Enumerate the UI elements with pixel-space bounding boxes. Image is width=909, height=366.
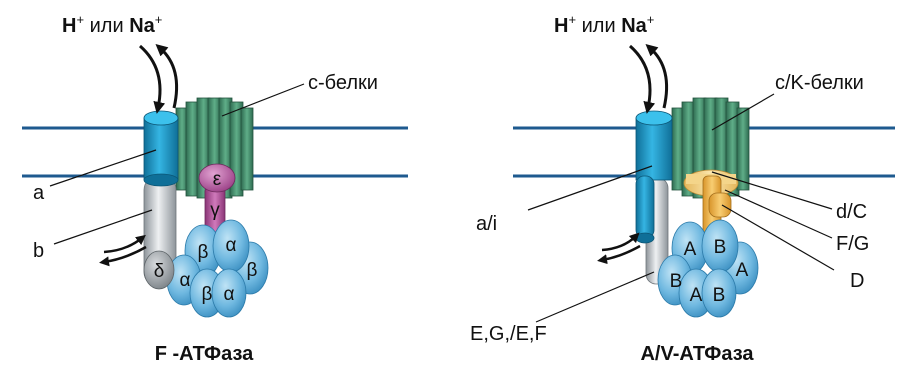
a-leader [49, 149, 157, 187]
a-label: A [684, 239, 697, 260]
c-protein-leader [221, 83, 305, 117]
gamma-label: γ [210, 200, 220, 221]
a-subunit [143, 110, 179, 187]
b-label: B [670, 271, 683, 292]
a-label: A [690, 285, 703, 306]
b-sphere [701, 268, 737, 318]
d-c-label: d/C [836, 201, 867, 223]
a-i-label: a/i [476, 213, 497, 235]
d-leader [721, 204, 835, 271]
f1-head: β α β α β α δ [143, 219, 269, 318]
c-protein-label: c-белки [308, 72, 378, 94]
e-g-leader [535, 271, 655, 323]
ck-protein-label: c/K-белки [775, 72, 864, 94]
d-c-leader [711, 171, 833, 210]
b-label: B [713, 285, 726, 306]
b-label: b [33, 240, 44, 262]
ck-protein-leader [711, 93, 775, 131]
ion-flow-arrows [629, 44, 669, 114]
a1-head: A B A B A B [657, 219, 759, 318]
f-atpase-title: F -АТФаза [155, 343, 254, 365]
f-g-label: F/G [836, 233, 869, 255]
av-atpase-panel: A B A B A B H+ или Na+ c/K-белки a/i d/C… [470, 12, 895, 365]
alpha-sphere [211, 268, 247, 318]
alpha-label: α [226, 235, 237, 256]
f-g-subunit [708, 192, 732, 218]
delta-label: δ [154, 261, 165, 282]
epsilon-subunit [198, 163, 236, 193]
a-label: a [33, 182, 45, 204]
beta-label: β [202, 284, 213, 305]
d-label: D [850, 270, 864, 292]
a-label: A [736, 260, 749, 281]
ion-label: H+ или Na+ [554, 12, 654, 37]
rotation-arrows [99, 234, 147, 267]
beta-label: β [198, 242, 209, 263]
alpha-label: α [224, 284, 235, 305]
b-leader [53, 209, 153, 245]
f-g-leader [724, 189, 833, 239]
ion-flow-arrows [139, 44, 179, 114]
epsilon-label: ε [213, 169, 222, 190]
a-i-subunit [635, 110, 673, 244]
alpha-label: α [180, 270, 191, 291]
rotation-arrows [597, 232, 641, 265]
delta-subunit [143, 250, 175, 290]
f-atpase-panel: ε γ β α β α β α δ [22, 12, 408, 365]
a-i-leader [527, 165, 653, 211]
beta-label: β [247, 260, 258, 281]
b-label: B [714, 237, 727, 258]
ion-label: H+ или Na+ [62, 12, 162, 37]
e-g-label: E,G,/E,F [470, 323, 547, 345]
av-atpase-title: A/V-АТФаза [640, 343, 754, 365]
